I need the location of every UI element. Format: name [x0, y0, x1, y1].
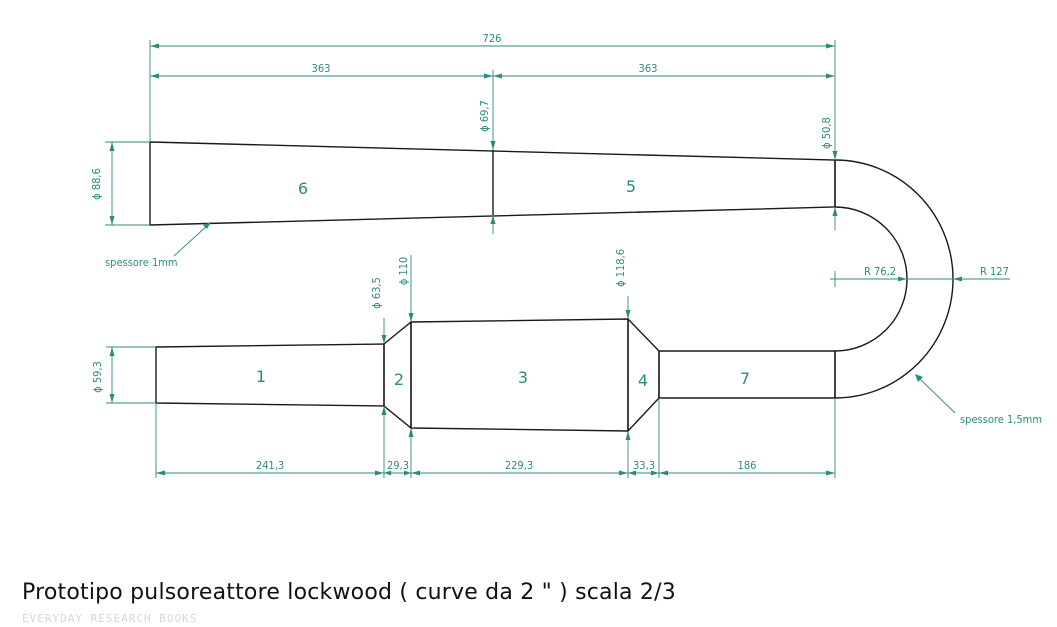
- dim-radius-inner: R 76,2: [864, 265, 896, 278]
- note-thickness-upper: spessore 1mm: [105, 256, 178, 269]
- dim-overall-length: 726: [483, 32, 502, 45]
- section-6-label: 6: [298, 179, 308, 198]
- section-labels: 6 5 1 2 3 4 7: [256, 177, 750, 390]
- dim-length-1: 241,3: [256, 459, 284, 472]
- section-4-label: 4: [638, 371, 648, 390]
- bend-radii: R 76,2 R 127 spessore 1,5mm: [830, 265, 1042, 426]
- dim-half-length-left: 363: [312, 62, 331, 75]
- dim-dia-mid-upper: ϕ 69,7: [478, 100, 491, 132]
- dim-length-2: 29,3: [387, 459, 409, 472]
- section-7-label: 7: [740, 369, 750, 388]
- dim-dia-inlet-wide: ϕ 88,6: [90, 168, 103, 200]
- note-thickness-bend: spessore 1,5mm: [960, 413, 1042, 426]
- dim-dia-intake: ϕ 59,3: [91, 361, 104, 393]
- section-1-label: 1: [256, 367, 266, 386]
- dim-length-4: 33,3: [633, 459, 655, 472]
- section-1-outline: [155, 343, 385, 407]
- dim-length-3: 229,3: [505, 459, 533, 472]
- lower-diameters: ϕ 59,3 ϕ 63,5 ϕ 110 ϕ 118,6: [91, 249, 631, 440]
- top-dimensions: 726 363 363: [149, 32, 836, 160]
- section-2-label: 2: [394, 370, 404, 389]
- dim-dia-cone-start: ϕ 63,5: [370, 277, 383, 309]
- engine-outline: [149, 141, 954, 433]
- drawing-title: Prototipo pulsoreattore lockwood ( curve…: [22, 580, 676, 605]
- dim-radius-outer: R 127: [980, 265, 1009, 278]
- dim-length-7: 186: [738, 459, 757, 472]
- dim-dia-chamber-end: ϕ 118,6: [614, 249, 627, 287]
- upper-diameters: ϕ 88,6 ϕ 69,7 ϕ 50,8 spessore 1mm: [90, 100, 838, 269]
- bottom-dimensions: 241,3 29,3 229,3 33,3 186: [155, 398, 836, 478]
- section-5-label: 5: [626, 177, 636, 196]
- dim-half-length-right: 363: [639, 62, 658, 75]
- dim-dia-upper-end: ϕ 50,8: [820, 117, 833, 149]
- dim-dia-chamber-start: ϕ 110: [397, 257, 410, 286]
- watermark-text: EVERYDAY RESEARCH BOOKS: [22, 612, 198, 625]
- section-3-label: 3: [518, 368, 528, 387]
